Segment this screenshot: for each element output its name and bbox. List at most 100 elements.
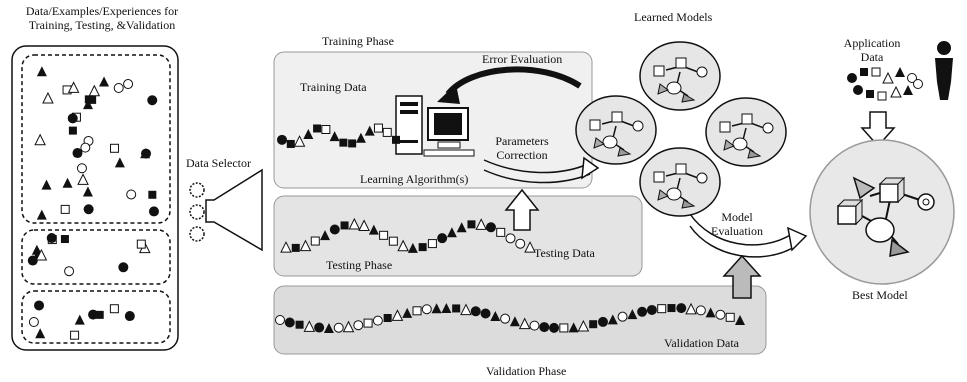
data-sample-mark [467,220,476,229]
data-sample-mark [392,135,400,144]
learned-models-label: Learned Models [634,10,713,24]
application-data-word: Data [860,50,884,64]
data-selector-label: Data Selector [186,156,251,170]
data-sample-mark [589,320,598,329]
data-sample-mark [355,132,366,143]
data-sample-mark [114,157,125,168]
data-sample-mark [460,303,472,316]
data-sample-mark [363,318,373,328]
data-sample-mark [291,243,300,252]
data-sample-mark [715,309,726,320]
data-header-line1: Data/Examples/Experiences for [25,4,179,18]
data-sample-mark [847,73,857,83]
best-model-circle [809,139,955,285]
data-sample-mark [348,217,361,230]
application-data-label: Application Data [836,36,908,64]
data-sample-mark [475,218,488,230]
data-sample-mark [286,139,295,148]
validation-data-label: Validation Data [664,336,739,350]
data-sample-mark [437,233,448,244]
data-sample-mark [67,113,78,124]
data-sample-mark [321,124,331,134]
data-sample-mark [500,313,511,324]
data-sample-mark [866,90,874,98]
validation-phase-label: Validation Phase [486,364,567,378]
data-sample-mark [490,311,501,322]
data-sample-mark [67,81,80,93]
data-sample-mark [446,227,457,238]
data-sample-mark [705,307,716,318]
data-sample-mark [470,306,481,317]
correction-label: Correction [496,148,548,162]
data-sample-mark [323,322,334,333]
data-sample-mark [373,123,383,133]
data-sample-mark [391,309,404,321]
data-sample-mark [34,133,46,146]
data-sample-mark [77,173,89,185]
model-glyph [719,113,774,159]
data-sample-mark [314,322,325,333]
data-sample-mark [383,314,392,323]
model-glyph [589,111,644,157]
data-sample-mark [607,314,618,325]
data-sample-mark [303,128,314,139]
data-sample-mark [397,239,409,252]
data-sample-mark [860,68,868,76]
testing-subset [21,229,171,285]
data-sample-mark [505,233,516,244]
data-sample-mark [99,76,110,87]
parameters-label: Parameters [495,134,549,148]
data-sample-mark [676,303,687,314]
data-sample-mark [295,320,304,329]
data-sample-mark [76,163,87,174]
data-sample-mark [597,316,608,327]
data-sample-mark [539,322,550,333]
data-sample-mark [480,308,491,319]
data-sample-mark [529,320,540,331]
data-sample-mark [303,320,316,332]
data-sample-mark [871,67,881,77]
data-sample-mark [95,310,104,319]
data-sample-mark [88,95,97,104]
data-sample-mark [310,236,320,246]
data-sample-mark [41,179,52,190]
data-sample-mark [364,125,375,136]
model-evaluation-label: Model Evaluation [706,210,768,238]
error-evaluation-label: Error Evaluation [482,52,563,66]
data-sample-mark [427,239,437,249]
data-sample-mark [895,67,905,77]
data-sample-mark [735,314,745,325]
data-sample-mark [340,221,349,230]
training-phase-label: Training Phase [322,34,394,48]
testing-phase-label: Testing Phase [326,258,393,272]
data-sample-mark [348,139,357,148]
data-sample-mark [903,85,913,95]
data-sample-mark [627,309,638,320]
testing-data-label: Testing Data [534,246,595,260]
data-sample-mark [368,224,379,235]
data-sample-mark [28,317,39,328]
data-sample-mark [88,309,99,320]
data-sample-mark [568,322,579,333]
gear-icon [189,226,205,242]
training-subset [21,54,171,224]
model-glyph [653,57,708,103]
data-sample-mark [372,315,383,326]
data-sample-mark [388,236,398,246]
data-sample-mark [46,233,57,244]
data-sample-mark [329,131,340,142]
data-sample-mark [27,255,38,266]
data-sample-mark [667,304,676,313]
data-sample-mark [140,148,151,159]
data-sample-mark [62,177,73,188]
data-sample-mark [379,230,389,240]
data-sample-mark [35,328,46,339]
person-icon [935,41,953,100]
data-sample-mark [110,143,120,153]
data-sample-mark [280,241,292,253]
data-pool [11,45,179,351]
application-to-best-model-arrow [860,111,896,148]
data-sample-mark [646,304,657,315]
data-sample-mark [36,66,47,77]
